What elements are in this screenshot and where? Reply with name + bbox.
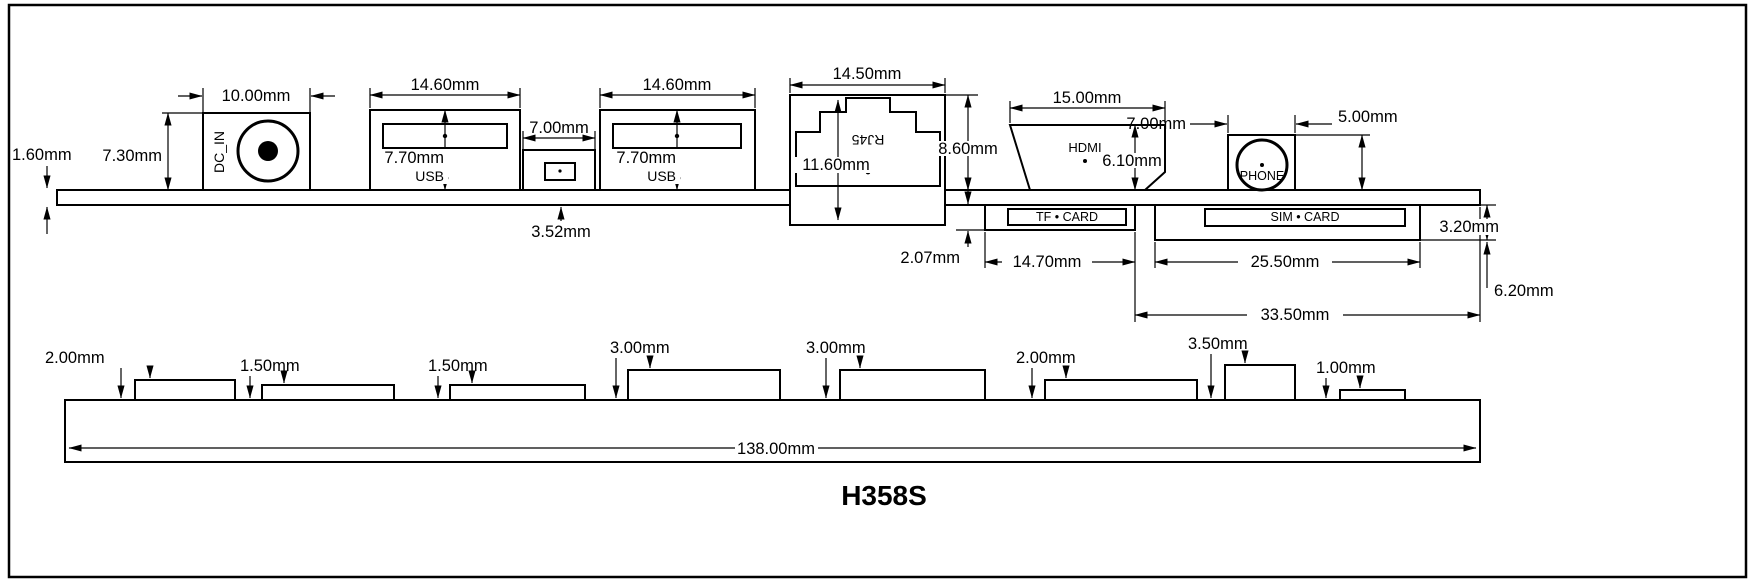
label-rj45: RJ45 bbox=[851, 132, 884, 148]
dim-comp6-height: 2.00mm bbox=[1016, 349, 1076, 367]
dim-board-width: 138.00mm bbox=[737, 440, 815, 458]
label-tf-card: TF • CARD bbox=[1036, 210, 1098, 224]
dim-usb2-width: 14.60mm bbox=[643, 76, 712, 94]
component-4 bbox=[627, 369, 781, 401]
text-gaps bbox=[400, 141, 1501, 323]
dim-hdmi-width: 15.00mm bbox=[1053, 89, 1122, 107]
bottom-view-dimensions bbox=[68, 350, 1477, 452]
dim-tf-width: 14.70mm bbox=[1013, 253, 1082, 271]
component-7 bbox=[1224, 364, 1296, 401]
component-2 bbox=[261, 384, 395, 401]
dim-rj45-height: 8.60mm bbox=[938, 140, 998, 158]
sim-card-inner bbox=[1204, 208, 1406, 227]
component-6 bbox=[1044, 379, 1198, 401]
dim-rj45-width: 14.50mm bbox=[833, 65, 902, 83]
drawing-title: H358S bbox=[841, 480, 927, 511]
bottom-board bbox=[64, 399, 1481, 463]
dim-sim-width: 25.50mm bbox=[1251, 253, 1320, 271]
label-phone: PHONE bbox=[1240, 169, 1284, 183]
dim-dc-in-width: 10.00mm bbox=[222, 87, 291, 105]
dim-comp4-height: 3.00mm bbox=[610, 339, 670, 357]
component-1 bbox=[134, 379, 236, 401]
dim-board-thickness: 1.60mm bbox=[12, 146, 72, 164]
dim-comp5-height: 3.00mm bbox=[806, 339, 866, 357]
dim-edge-span: 33.50mm bbox=[1261, 306, 1330, 324]
hdmi-connector bbox=[1008, 124, 1166, 191]
dc-in-pin bbox=[258, 141, 278, 161]
dim-dc-in-height: 7.30mm bbox=[102, 147, 162, 165]
component-8 bbox=[1339, 389, 1406, 401]
dim-edge-depth: 6.20mm bbox=[1494, 282, 1554, 300]
dim-comp2-height: 1.50mm bbox=[240, 357, 300, 375]
side-view-shapes bbox=[56, 94, 1481, 241]
dim-tf-depth: 2.07mm bbox=[900, 249, 960, 267]
tf-card-inner bbox=[1007, 208, 1127, 226]
dim-usb2-height: 7.70mm bbox=[616, 149, 676, 167]
dim-usb1-width: 14.60mm bbox=[411, 76, 480, 94]
dim-phone-height: 5.00mm bbox=[1338, 108, 1398, 126]
annotations: 1.60mm 10.00mm 7.30mm DC_IN 14.60mm 7.70… bbox=[12, 65, 1554, 511]
label-usb2: USB bbox=[647, 168, 676, 184]
dim-hdmi-height: 6.10mm bbox=[1102, 152, 1162, 170]
dim-comp1-height: 2.00mm bbox=[45, 349, 105, 367]
label-dc-in: DC_IN bbox=[211, 131, 227, 173]
dim-rj45-inner-height: 11.60mm bbox=[802, 156, 870, 174]
label-sim-card: SIM • CARD bbox=[1271, 210, 1340, 224]
component-3 bbox=[449, 384, 586, 401]
dim-small-conn-offset: 3.52mm bbox=[531, 223, 591, 241]
bottom-view-shapes bbox=[64, 364, 1481, 463]
dim-comp7-height: 3.50mm bbox=[1188, 335, 1248, 353]
sheet-border bbox=[7, 3, 1748, 579]
label-usb1: USB bbox=[415, 168, 444, 184]
dim-usb1-height: 7.70mm bbox=[384, 149, 444, 167]
dim-comp8-height: 1.00mm bbox=[1316, 359, 1376, 377]
dim-phone-width: 7.00mm bbox=[1126, 115, 1186, 133]
dim-small-conn-width: 7.00mm bbox=[529, 119, 589, 137]
dim-edge-protrusion: 3.20mm bbox=[1439, 218, 1499, 236]
component-5 bbox=[839, 369, 986, 401]
pcb-board bbox=[56, 189, 1481, 206]
dim-comp3-height: 1.50mm bbox=[428, 357, 488, 375]
label-hdmi: HDMI bbox=[1068, 140, 1101, 155]
